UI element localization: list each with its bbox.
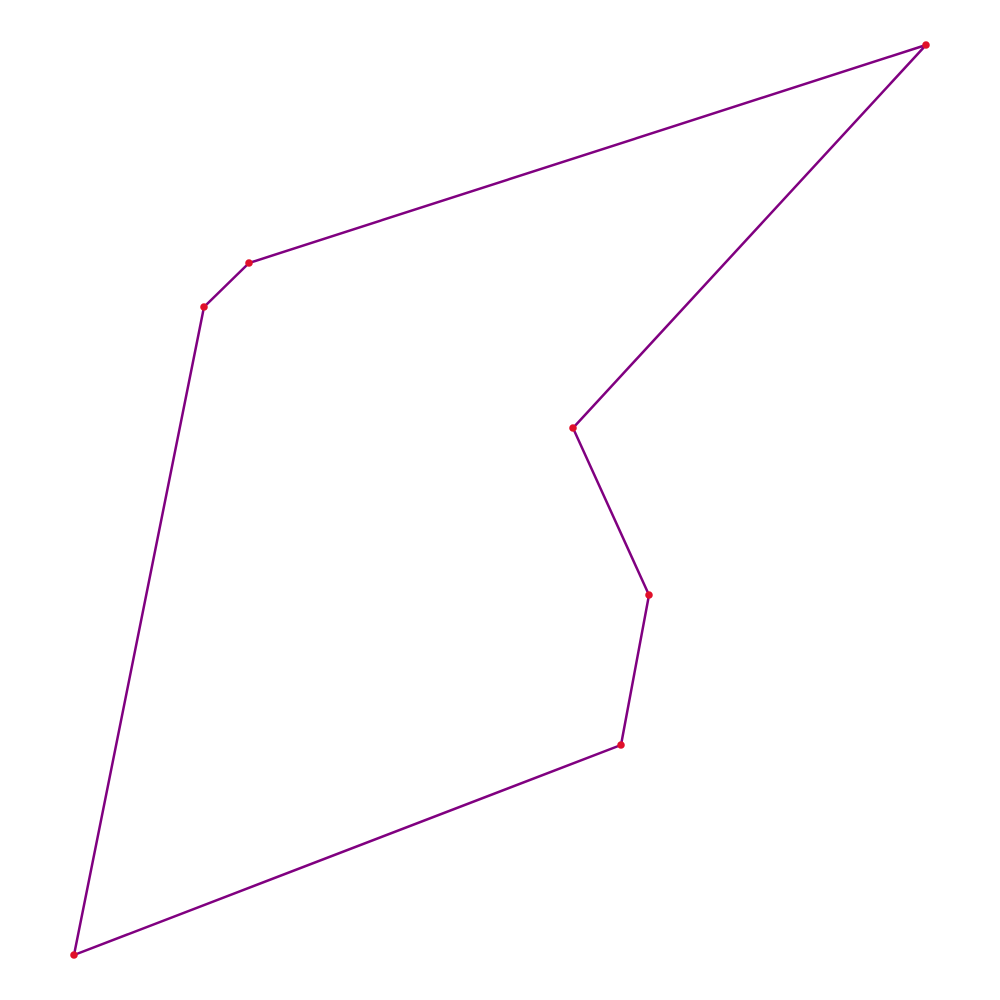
polygon-edge: [619, 593, 651, 747]
polygon-edge: [571, 43, 928, 430]
polygon-vertex: [569, 424, 577, 432]
polygon-vertex: [70, 951, 78, 959]
polygon-edge: [571, 426, 651, 597]
polygon-vertex: [645, 591, 653, 599]
polygon-edge: [72, 743, 623, 957]
polygon-vertex: [245, 259, 253, 267]
polygon-edge: [72, 305, 206, 957]
polygon-vertex: [617, 741, 625, 749]
polygon-vertex: [922, 41, 930, 49]
polygon-vertices: [70, 41, 930, 959]
polygon-edges: [72, 43, 928, 957]
polygon-edge: [247, 43, 928, 265]
polygon-edge: [202, 261, 251, 309]
polygon-vertex: [200, 303, 208, 311]
